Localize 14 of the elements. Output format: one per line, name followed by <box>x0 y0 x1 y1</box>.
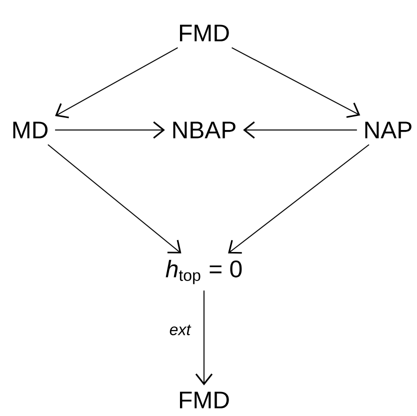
edge-label: ext <box>167 322 193 338</box>
arrow <box>228 144 370 254</box>
arrow <box>55 47 178 118</box>
diagram-label: NBAP <box>173 122 236 138</box>
arrow <box>47 144 182 254</box>
arrow <box>243 121 358 139</box>
arrow <box>231 47 360 118</box>
diagram-label: FMD <box>180 392 229 408</box>
diagram-label: NAP <box>365 122 412 138</box>
formula-label: h$_{top}$ = 0 <box>166 260 242 284</box>
diagram-label: FMD <box>180 24 229 42</box>
arrow <box>54 121 165 139</box>
diagram-label: MD <box>13 122 48 138</box>
arrow <box>195 290 213 386</box>
